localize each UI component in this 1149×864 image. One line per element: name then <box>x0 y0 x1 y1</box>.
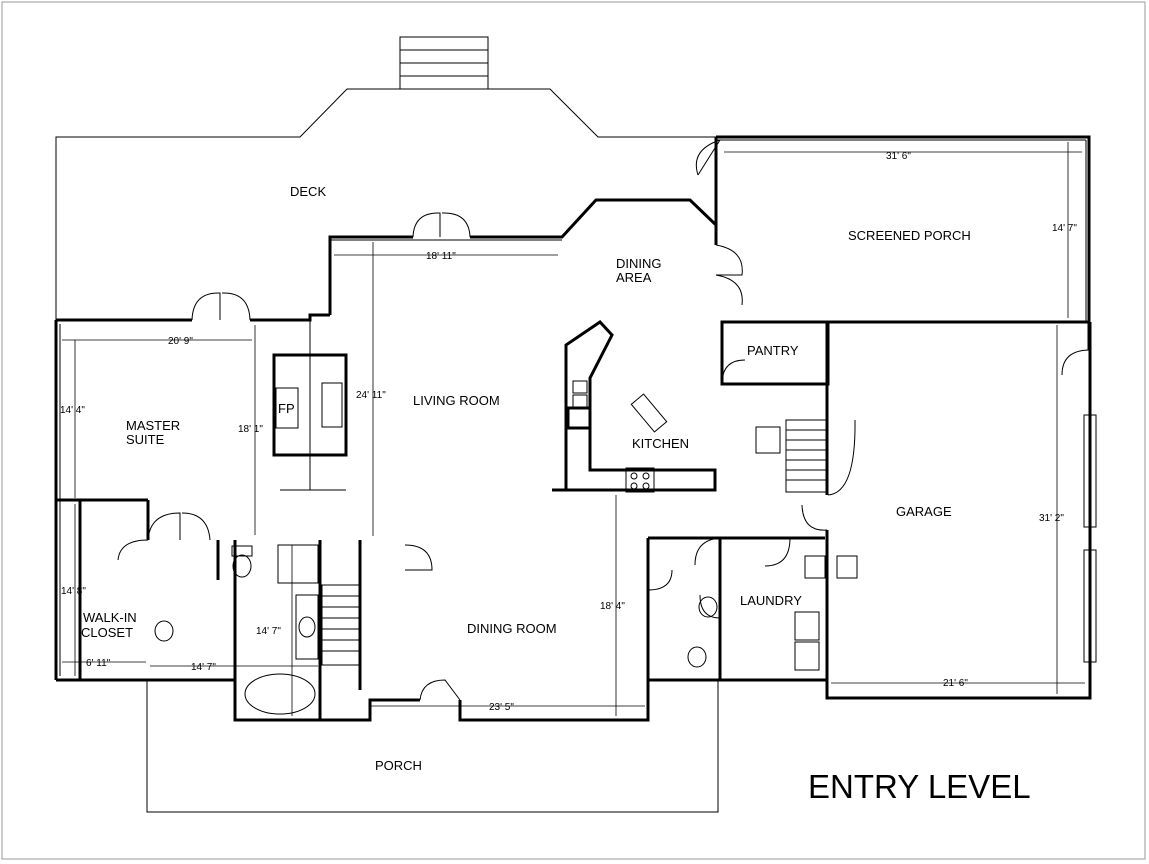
dimension-lines <box>62 142 1085 716</box>
label-garage: GARAGE <box>896 504 952 519</box>
dim-closet-depth: 14' 8" <box>61 586 86 597</box>
kitchen-counters <box>552 320 717 493</box>
dim-garage-width: 21' 6" <box>943 678 968 689</box>
bath-fixtures <box>154 544 858 715</box>
dim-closet-width: 6' 11" <box>86 658 111 669</box>
label-screened-porch: SCREENED PORCH <box>848 228 971 243</box>
label-master-suite-1: MASTER <box>126 418 180 433</box>
screened-porch-walls <box>695 135 1091 350</box>
label-porch: PORCH <box>375 758 422 773</box>
dim-screened-porch-width: 31' 6" <box>886 151 911 162</box>
label-dining-area-2: AREA <box>616 270 652 285</box>
plan-title: ENTRY LEVEL <box>808 768 1031 805</box>
garage-stairs <box>755 419 829 493</box>
label-dining-area-1: DINING <box>616 256 662 271</box>
dim-garage-depth: 31' 2" <box>1039 513 1064 524</box>
label-pantry: PANTRY <box>747 343 799 358</box>
house-walls <box>54 198 1092 722</box>
fireplace <box>272 320 348 491</box>
label-laundry: LAUNDRY <box>740 593 802 608</box>
dim-screened-porch-depth: 14' 7" <box>1052 223 1077 234</box>
deck-outline <box>55 36 716 320</box>
dim-fireplace-wall: 18' 1" <box>238 424 263 435</box>
label-fireplace: FP <box>278 401 295 416</box>
label-walkin-closet-2: CLOSET <box>81 625 133 640</box>
dim-dining-room-width: 23' 5" <box>489 702 514 713</box>
dim-bath-width: 14' 7" <box>191 662 216 673</box>
dim-master-suite-width: 20' 9" <box>168 336 193 347</box>
label-living-room: LIVING ROOM <box>413 393 500 408</box>
dim-bath-depth: 14' 7" <box>256 626 281 637</box>
label-master-suite-2: SUITE <box>126 432 165 447</box>
dim-living-room-depth: 24' 11" <box>356 390 386 401</box>
label-dining-room: DINING ROOM <box>467 621 557 636</box>
dim-master-suite-depth: 14' 4" <box>60 405 85 416</box>
dim-living-room-width: 18' 11" <box>426 251 456 262</box>
center-stairs <box>321 584 361 666</box>
doors <box>117 212 1091 701</box>
garage-windows <box>1083 414 1097 663</box>
porch-outline <box>146 680 719 813</box>
dim-dining-room-depth: 18' 4" <box>600 601 625 612</box>
label-kitchen: KITCHEN <box>632 436 689 451</box>
label-deck: DECK <box>290 184 326 199</box>
label-walkin-closet-1: WALK-IN <box>83 610 137 625</box>
